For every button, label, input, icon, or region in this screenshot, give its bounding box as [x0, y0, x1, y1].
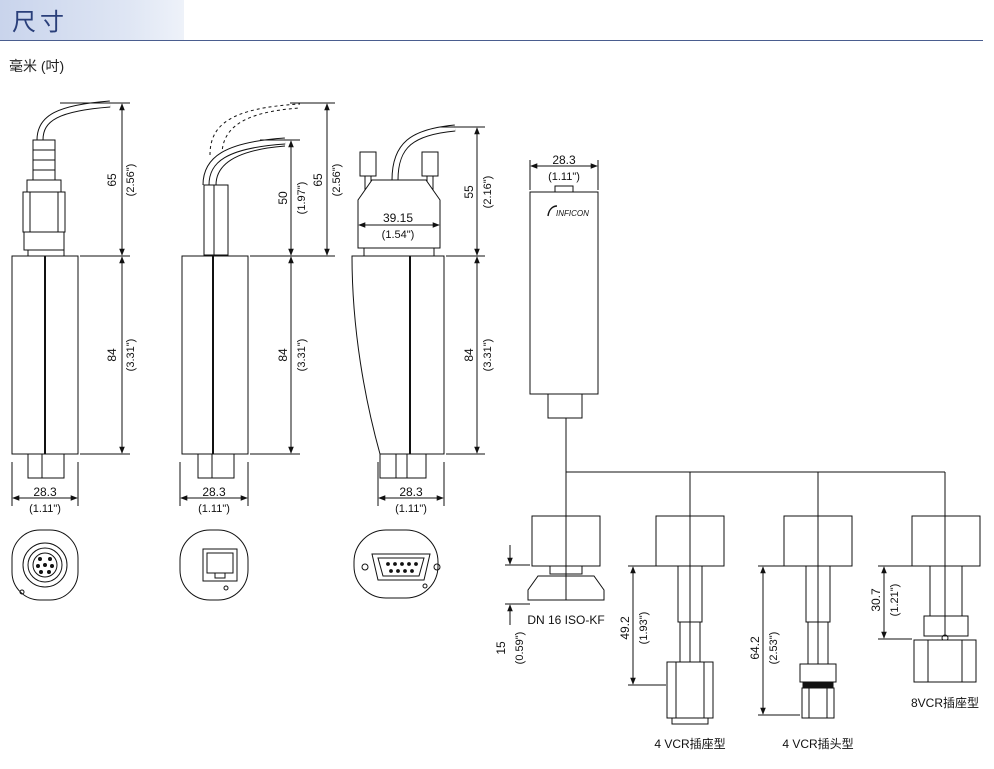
- dim-g2-cable-a: 50: [276, 191, 290, 205]
- inficon-logo: INFICON: [547, 205, 589, 218]
- dim-g2-body-in: (3.31"): [296, 339, 308, 372]
- dim-f1-h-in: (0.59"): [514, 632, 526, 665]
- dim-g4-width-in: (1.11"): [548, 171, 580, 183]
- dim-g3-width-in: (1.11"): [395, 503, 427, 515]
- fitting-label-4vcr-plug: 4 VCR插头型: [782, 737, 853, 751]
- dim-g2-cable-b-in: (2.56"): [331, 164, 343, 197]
- gauge-1-side-view: [11, 100, 111, 479]
- dim-g2-cable-a-in: (1.97"): [296, 182, 308, 215]
- dim-f2-h: 49.2: [618, 616, 632, 640]
- dim-g3-cable: 55: [462, 185, 476, 199]
- fitting-label-8vcr-socket: 8VCR插座型: [911, 695, 979, 710]
- dim-f4-h-in: (1.21"): [889, 584, 901, 617]
- dim-g1-width-in: (1.11"): [29, 503, 61, 515]
- units-label: 毫米 (吋): [9, 58, 65, 74]
- gauge-3-side-view: [351, 124, 456, 479]
- dim-f3-h: 64.2: [748, 636, 762, 660]
- dim-g3-connector-in: (1.54"): [382, 229, 415, 241]
- gauge-1-dimensions: [11, 102, 130, 506]
- dim-g3-body: 84: [462, 348, 476, 362]
- dim-g2-cable-b: 65: [311, 173, 325, 187]
- fitting-4vcr-plug: [758, 515, 853, 719]
- svg-text:INFICON: INFICON: [556, 209, 589, 218]
- fitting-label-iso-kf: DN 16 ISO-KF: [527, 613, 604, 627]
- fitting-4vcr-socket: [628, 515, 725, 725]
- gauge-2-dimensions: [179, 102, 335, 506]
- dim-f3-h-in: (2.53"): [768, 632, 780, 665]
- dim-g3-cable-in: (2.16"): [482, 176, 494, 209]
- fitting-iso-kf: [505, 515, 605, 625]
- dim-g2-body: 84: [276, 348, 290, 362]
- section-title: 尺寸: [12, 8, 68, 36]
- dim-g3-body-in: (3.31"): [482, 339, 494, 372]
- flange-connector-lines: [565, 471, 946, 516]
- dim-g1-cable-in: (2.56"): [125, 164, 137, 197]
- gauge-4-front-view: [529, 160, 599, 472]
- dim-f4-h: 30.7: [869, 588, 883, 612]
- gauge-2-side-view: [181, 103, 301, 479]
- dim-g1-body-in: (3.31"): [125, 339, 137, 372]
- title-divider: [0, 40, 983, 41]
- dim-g3-connector: 39.15: [383, 211, 413, 225]
- gauge-2-bottom-view: [179, 529, 249, 601]
- dim-f2-h-in: (1.93"): [638, 612, 650, 645]
- dim-g1-width: 28.3: [33, 485, 57, 499]
- dim-g1-cable: 65: [105, 173, 119, 187]
- dim-f1-h: 15: [494, 641, 508, 655]
- dim-g3-width: 28.3: [399, 485, 423, 499]
- dim-g2-width-in: (1.11"): [198, 503, 230, 515]
- gauge-3-dimensions: [358, 126, 485, 506]
- fitting-label-4vcr-socket: 4 VCR插座型: [654, 736, 725, 751]
- dim-g2-width: 28.3: [202, 485, 226, 499]
- gauge-3-bottom-view: [353, 529, 441, 599]
- fitting-8vcr-socket: [878, 515, 981, 683]
- gauge-1-bottom-view: [11, 529, 79, 601]
- dim-g4-width: 28.3: [552, 153, 576, 167]
- section-title-band: [0, 0, 184, 40]
- dim-g1-body: 84: [105, 348, 119, 362]
